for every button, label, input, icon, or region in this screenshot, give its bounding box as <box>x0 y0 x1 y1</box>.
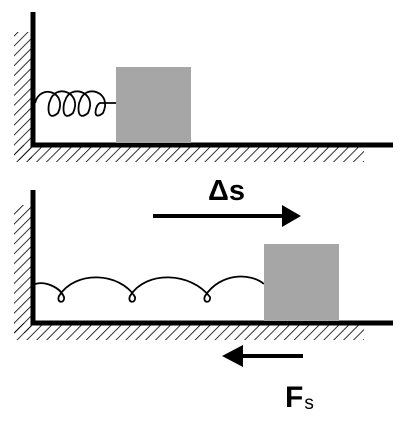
panel-stretched <box>14 190 393 340</box>
spring-force-arrow <box>222 345 303 367</box>
displacement-indicator: Δs <box>153 175 301 227</box>
wall-hatch-bottom <box>14 205 32 333</box>
panel-compressed <box>14 12 393 162</box>
wall-hatch-top <box>14 32 32 160</box>
spring-force-indicator: Fs <box>222 345 314 414</box>
displacement-label: Δs <box>208 175 245 207</box>
wall-floor-top <box>30 12 393 148</box>
spring-force-label: Fs <box>285 381 314 414</box>
spring-stretched <box>34 275 265 303</box>
floor-hatch-top <box>14 145 364 162</box>
block-bottom <box>264 244 339 321</box>
wall-floor-bottom <box>30 190 393 326</box>
spring-force-main: F <box>285 381 303 414</box>
spring-compressed <box>34 90 116 117</box>
spring-force-subscript: s <box>304 393 314 414</box>
displacement-arrow <box>153 205 301 227</box>
floor-hatch-bottom <box>14 323 364 340</box>
block-top <box>116 67 191 143</box>
